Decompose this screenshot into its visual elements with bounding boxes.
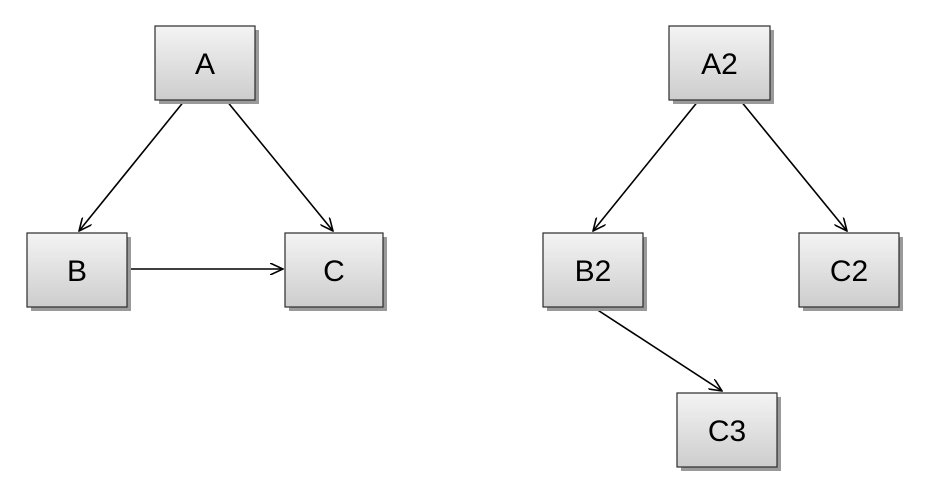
node-label: A [195,48,215,81]
node-box [26,232,128,308]
node-c3: C3 [676,392,781,471]
node-b2: B2 [542,232,647,311]
node-label: C3 [708,415,746,448]
node-box [154,25,256,101]
node-a: A [154,25,259,104]
edge-a2-to-c2 [739,99,847,231]
node-label: C2 [830,255,868,288]
node-box [676,392,778,468]
node-c2: C2 [798,232,903,311]
node-label: B [67,255,87,288]
edges-layer [79,99,847,391]
edge-b2-to-c3 [592,306,722,391]
node-box [284,232,384,308]
node-a2: A2 [668,25,774,104]
node-label: B2 [575,255,612,288]
edge-a-to-c [225,99,333,231]
node-label: A2 [701,48,738,81]
node-box [798,232,900,308]
node-box [542,232,644,308]
edge-a-to-b [79,99,186,231]
node-b: B [26,232,131,311]
node-box [668,25,771,101]
node-label: C [323,255,345,288]
edge-a2-to-b2 [593,99,700,231]
node-c: C [284,232,387,311]
